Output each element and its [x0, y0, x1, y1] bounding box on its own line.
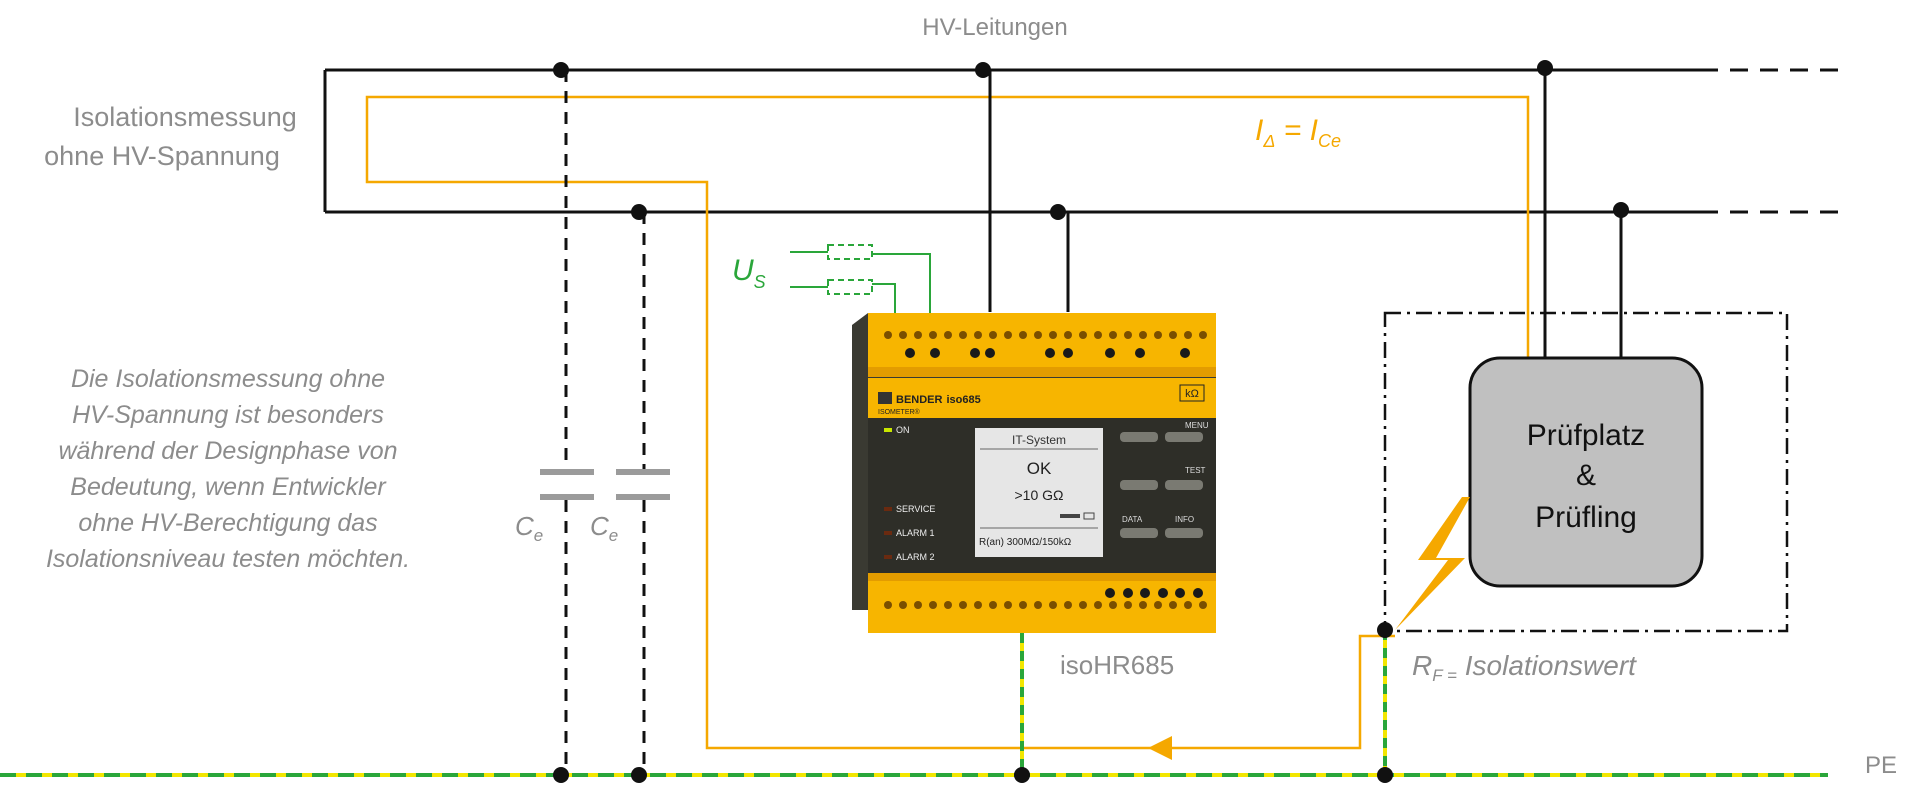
unit-badge [1179, 384, 1205, 402]
info-label: INFO [1175, 515, 1194, 524]
bender-logo-icon [878, 392, 892, 404]
terminal-holes-top [884, 331, 1207, 339]
description-line: während der Designphase von [58, 437, 397, 465]
formula-rhs-sub: Ce [1318, 131, 1341, 151]
alarm1-led-icon [884, 531, 892, 535]
test-area-boundary [1383, 311, 1789, 633]
left-label-line2: ohne HV-Spannung [44, 141, 280, 171]
device-button[interactable] [1120, 480, 1158, 490]
capacitor-2-plate-bottom [616, 494, 670, 500]
fault-resistance-label: RF = Isolationswert [1412, 650, 1637, 685]
device-terminal-edge [868, 367, 1216, 377]
measuring-current-loop [365, 95, 1530, 760]
formula-eq: = [1275, 114, 1309, 147]
alarm1-led-label: ALARM 1 [896, 528, 935, 538]
capacitor-2-plate-top [616, 469, 670, 475]
service-led-icon [884, 507, 892, 511]
description-line: ohne HV-Berechtigung das [78, 509, 377, 537]
capacitor-2-label: Ce [590, 511, 618, 545]
signal-bars-icon [1060, 514, 1080, 518]
display-line4: R(an) 300MΩ/150kΩ [979, 537, 1072, 548]
menu-button[interactable] [1165, 432, 1203, 442]
junction-dots [553, 60, 1629, 783]
left-label-line1: Isolationsmessung [73, 102, 297, 132]
supply-battery-2 [827, 279, 873, 295]
on-led-label: ON [896, 425, 910, 435]
device-terminal-edge [868, 573, 1216, 581]
description-line: Isolationsniveau testen möchten. [46, 545, 410, 573]
device-top-terminals [868, 313, 1216, 367]
unit-badge-text: kΩ [1185, 388, 1199, 400]
info-button[interactable] [1165, 528, 1203, 538]
display-line3: >10 GΩ [1015, 487, 1064, 503]
supply-voltage-label: US [732, 254, 766, 292]
orange-loop-path [365, 95, 1530, 750]
current-formula: IΔ = ICe [1255, 114, 1341, 151]
device-caption: isoHR685 [1060, 650, 1174, 680]
alarm2-led-icon [884, 555, 892, 559]
supply-voltage: US [732, 244, 931, 316]
description-text: Die Isolationsmessung ohne HV-Spannung i… [46, 365, 410, 573]
alarm2-led-label: ALARM 2 [896, 552, 935, 562]
formula-lhs-sub: Δ [1262, 131, 1275, 151]
test-object-line2: & [1576, 459, 1596, 492]
supply-wire [872, 253, 931, 316]
formula-rhs: I [1310, 114, 1318, 147]
formula-lhs: I [1255, 114, 1263, 147]
data-button[interactable] [1120, 528, 1158, 538]
description-line: HV-Spannung ist besonders [72, 401, 384, 429]
diagram-title: HV-Leitungen [922, 14, 1067, 41]
pe-label: PE [1865, 752, 1897, 779]
supply-battery-1 [827, 244, 873, 260]
terminal-screws-top [905, 348, 1190, 358]
description-line: Bedeutung, wenn Entwickler [70, 473, 387, 501]
device-series: ISOMETER® [878, 408, 921, 416]
test-object-line3: Prüfling [1535, 501, 1637, 534]
capacitor-1-plate-bottom [540, 494, 594, 500]
terminal-holes-bottom [884, 601, 1207, 609]
capacitor-1-label: Ce [515, 511, 543, 545]
insulation-fault-lightning-icon [1395, 497, 1470, 630]
test-label: TEST [1185, 466, 1206, 475]
display-line1: IT-System [1012, 433, 1066, 447]
description-line: Die Isolationsmessung ohne [71, 365, 385, 393]
terminal-screws-bottom [1105, 588, 1203, 598]
test-object-line1: Prüfplatz [1527, 419, 1645, 452]
capacitor-branches: Ce Ce [515, 70, 670, 778]
service-led-label: SERVICE [896, 504, 935, 514]
device-led-panel [868, 418, 968, 573]
capacitor-1-plate-top [540, 469, 594, 475]
data-label: DATA [1122, 515, 1143, 524]
on-led-icon [884, 428, 892, 432]
device-button[interactable] [1120, 432, 1158, 442]
current-direction-arrow [1148, 736, 1172, 760]
supply-wire [872, 283, 896, 316]
battery-icon [1083, 512, 1095, 520]
device-buttons [1120, 432, 1203, 538]
test-object-box [1468, 356, 1704, 588]
menu-label: MENU [1185, 421, 1209, 430]
hv-lines [323, 68, 1840, 214]
display-line2: OK [1027, 459, 1052, 478]
button-panel [1111, 418, 1216, 573]
test-button[interactable] [1165, 480, 1203, 490]
